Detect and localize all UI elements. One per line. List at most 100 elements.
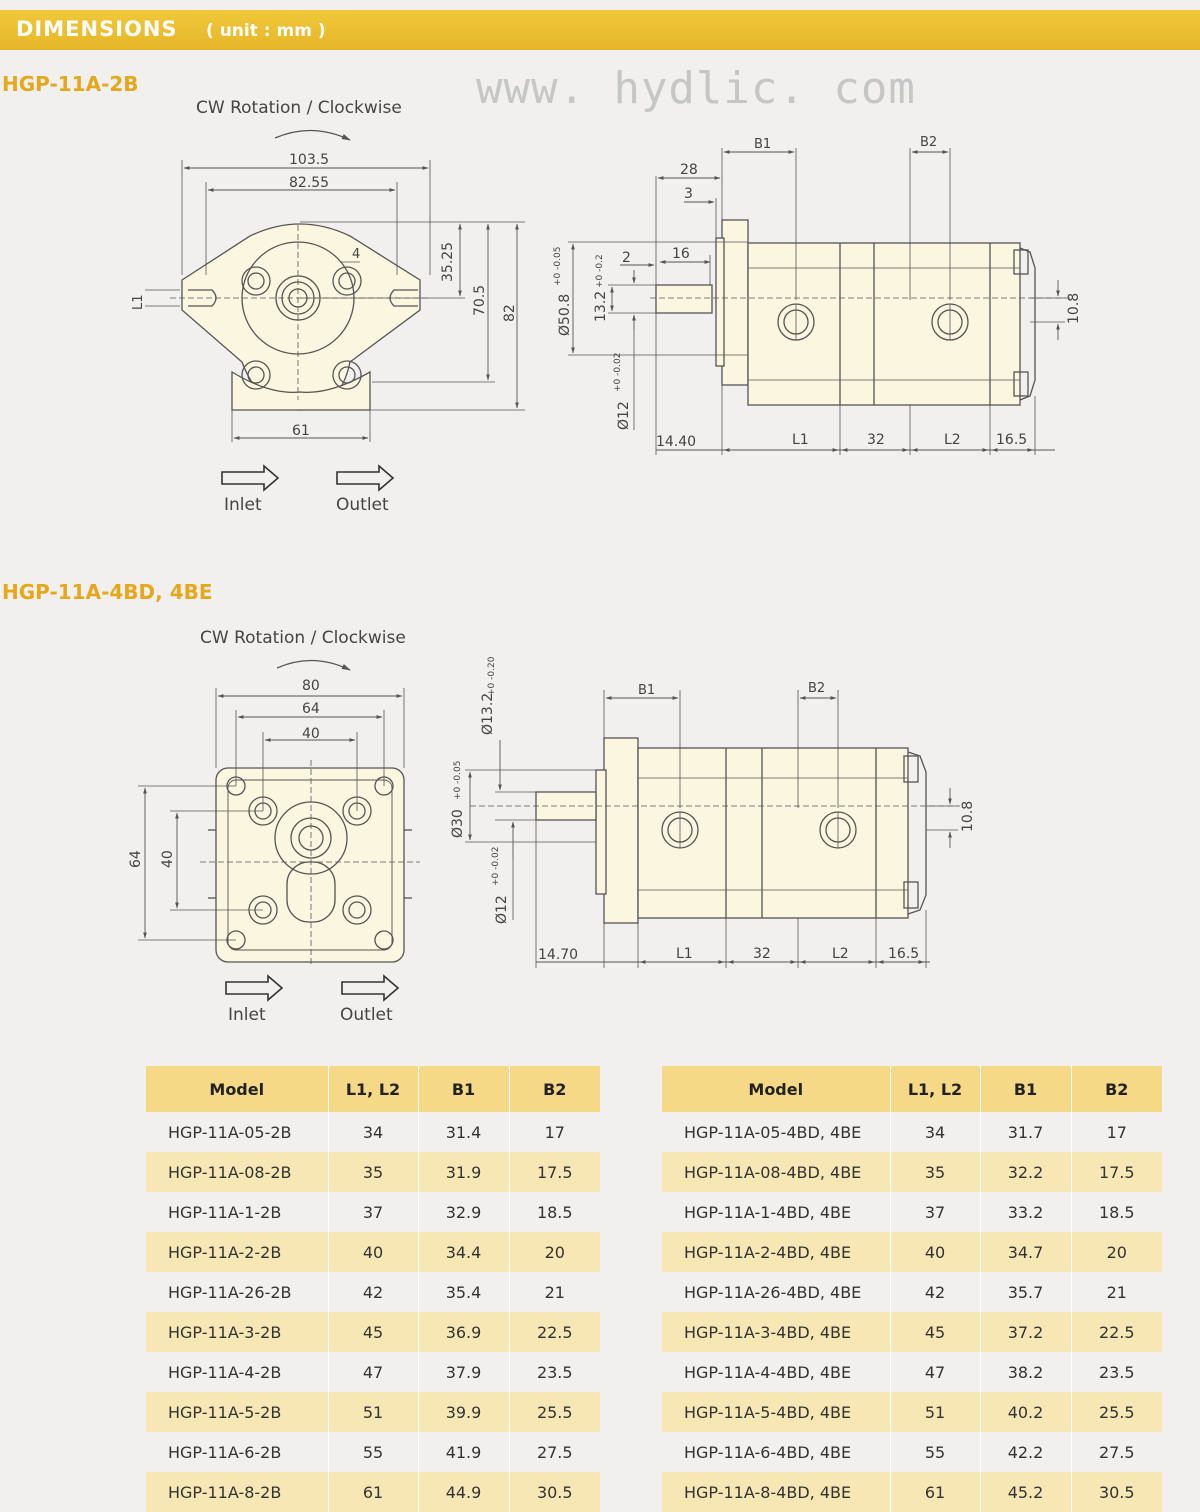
cell-l1-l2: 55	[328, 1432, 419, 1472]
dim-d30: Ø30	[450, 809, 466, 838]
cell-model: HGP-11A-05-4BD, 4BE	[662, 1112, 891, 1152]
square-flange	[215, 767, 405, 963]
dim-82: 82	[502, 304, 518, 322]
col-header-model: Model	[146, 1066, 329, 1112]
dim-d12-1: Ø12	[616, 401, 632, 430]
dim-4: 4	[352, 247, 360, 262]
cell-model: HGP-11A-5-4BD, 4BE	[662, 1392, 891, 1432]
dim-28: 28	[680, 162, 698, 178]
cell-b1: 44.9	[418, 1472, 510, 1512]
tol-d50-8: +0 -0.05	[553, 247, 563, 286]
dim-l1-front: L1	[131, 294, 146, 310]
header-unit: ( unit : mm )	[206, 21, 326, 41]
cell-b2: 21	[1106, 1282, 1127, 1302]
dim-10-8-1: 10.8	[1066, 293, 1082, 324]
cell-b2: 22.5	[509, 1312, 600, 1352]
dim-16: 16	[672, 246, 690, 262]
col-header-l1-l2: L1, L2	[328, 1066, 419, 1112]
cell-b2: 20	[1071, 1232, 1162, 1272]
tol-13-2: +0 -0.2	[595, 254, 605, 288]
dim-b2-side-1: B2	[920, 135, 937, 150]
outlet-label-2: Outlet	[340, 1005, 393, 1025]
dim-32-2: 32	[753, 946, 771, 962]
cell-b2: 20	[509, 1232, 600, 1272]
cell-b1: 33.2	[980, 1192, 1072, 1232]
cell-l1-l2: 35	[328, 1152, 419, 1192]
col-header-b1: B1	[980, 1066, 1072, 1112]
dim-l2-side-1: L2	[944, 432, 961, 448]
cell-b1: 31.9	[418, 1152, 510, 1192]
cell-b1: 45.2	[980, 1472, 1072, 1512]
section2-title: HGP-11A-4BD, 4BE	[2, 580, 213, 604]
cell-model: HGP-11A-3-4BD, 4BE	[662, 1312, 891, 1352]
cell-b2: 30.5	[509, 1472, 600, 1512]
cell-l1-l2: 45	[328, 1312, 419, 1352]
dim-16-5-2: 16.5	[888, 946, 919, 962]
cell-l1-l2: 51	[328, 1392, 419, 1432]
cell-b1: 37.2	[980, 1312, 1072, 1352]
inlet-arrow-2	[225, 974, 284, 1002]
dim-3: 3	[684, 186, 693, 202]
cell-b1: 32.2	[980, 1152, 1072, 1192]
cell-l1-l2: 40	[890, 1232, 981, 1272]
cell-model: HGP-11A-5-2B	[146, 1392, 329, 1432]
cell-model: HGP-11A-4-4BD, 4BE	[662, 1352, 891, 1392]
dim-35-25: 35.25	[440, 242, 456, 282]
dim-d50-8: Ø50.8	[557, 294, 573, 336]
cell-b1: 34.7	[980, 1232, 1072, 1272]
dim-32-1: 32	[867, 432, 885, 448]
cell-l1-l2: 42	[890, 1272, 981, 1312]
dim-l1-side-2: L1	[676, 946, 693, 962]
cell-model: HGP-11A-08-2B	[146, 1152, 329, 1192]
cell-l1-l2: 61	[890, 1472, 981, 1512]
dim-70-5: 70.5	[472, 285, 488, 316]
cell-b2: 18.5	[1098, 1202, 1135, 1222]
outlet-label-1: Outlet	[336, 495, 389, 515]
rotation-arrow-2	[276, 659, 351, 671]
dim-l1-side-1: L1	[792, 432, 809, 448]
cell-b2: 17.5	[509, 1152, 600, 1192]
cell-b2: 17	[544, 1122, 565, 1142]
header-title: DIMENSIONS	[16, 17, 178, 41]
dim-64-h: 64	[302, 701, 320, 717]
cell-l1-l2: 34	[890, 1112, 981, 1152]
cell-b2: 23.5	[536, 1362, 573, 1382]
col-header-b2: B2	[1071, 1066, 1162, 1112]
cell-b2: 17.5	[1071, 1152, 1162, 1192]
cell-l1-l2: 34	[328, 1112, 419, 1152]
cell-model: HGP-11A-8-4BD, 4BE	[662, 1472, 891, 1512]
cell-model: HGP-11A-4-2B	[146, 1352, 329, 1392]
dim-b1-side-2: B1	[638, 683, 655, 698]
cell-b2: 21	[544, 1282, 565, 1302]
cell-model: HGP-11A-26-2B	[146, 1272, 329, 1312]
dim-l2-side-2: L2	[832, 946, 849, 962]
cell-model: HGP-11A-6-4BD, 4BE	[662, 1432, 891, 1472]
cell-b1: 31.7	[980, 1112, 1072, 1152]
outlet-arrow-1	[336, 464, 395, 492]
cell-b2: 27.5	[536, 1442, 573, 1462]
dim-40-h: 40	[302, 726, 320, 742]
cell-l1-l2: 61	[328, 1472, 419, 1512]
dim-64-v: 64	[128, 850, 144, 868]
tol-d12-2: +0 -0.02	[491, 847, 501, 886]
cell-l1-l2: 55	[890, 1432, 981, 1472]
cell-b1: 39.9	[418, 1392, 510, 1432]
dim-2: 2	[622, 250, 631, 266]
dim-61: 61	[292, 423, 310, 439]
cell-l1-l2: 35	[890, 1152, 981, 1192]
rotation-arrow-1	[274, 129, 351, 141]
inlet-arrow-1	[221, 464, 280, 492]
